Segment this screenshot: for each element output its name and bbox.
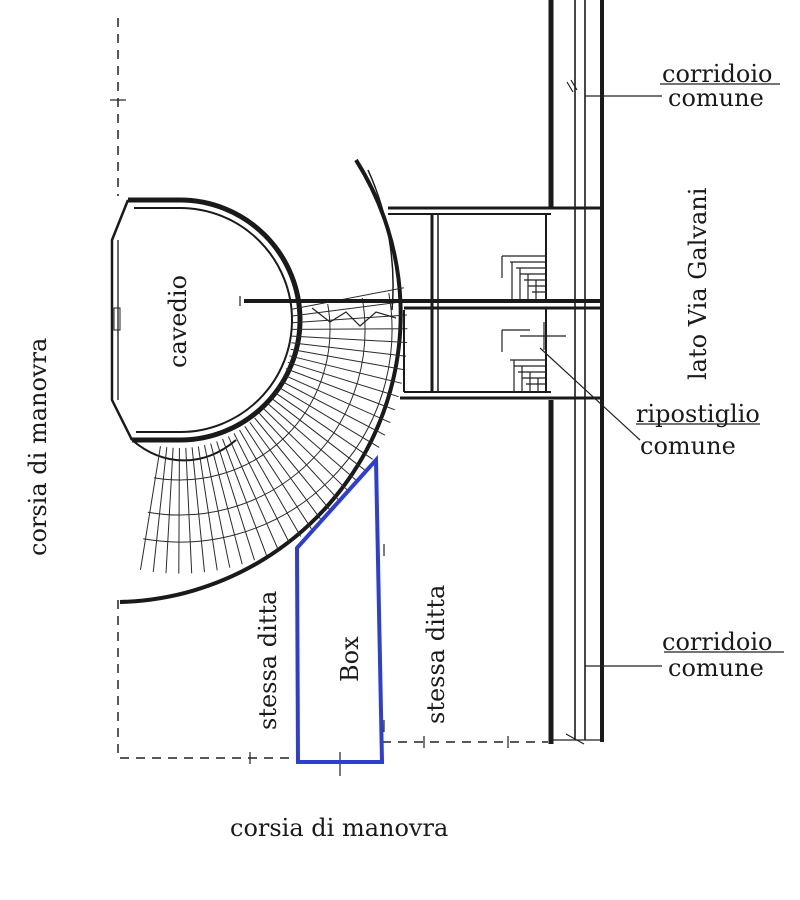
ramp-step-line <box>227 436 279 550</box>
ramp-step-line <box>152 447 168 572</box>
ramp-step-line <box>140 446 161 570</box>
ramp-guide-arc <box>153 303 331 481</box>
ramp-step-line <box>292 328 408 330</box>
ramp-step-line <box>210 443 243 565</box>
ramp-step-line <box>283 374 391 424</box>
ramp-step-line <box>274 392 373 460</box>
ramp-step-line <box>287 361 399 398</box>
ramp-step-line <box>165 447 174 574</box>
label-corsia-left: corsia di manovra <box>24 338 52 556</box>
label-corridoio-bottom-1: corridoio <box>662 628 772 656</box>
leader-lines <box>539 83 784 667</box>
ramp-step-line <box>291 335 408 343</box>
right-walls <box>548 0 604 745</box>
label-stessa-ditta-right: stessa ditta <box>422 585 450 724</box>
ramp-step-line <box>233 433 291 544</box>
label-corsia-bottom: corsia di manovra <box>230 814 448 842</box>
ramp-step-line <box>204 444 231 568</box>
ramp-step-line <box>280 380 386 436</box>
label-corridoio-top-2: comune <box>668 84 764 112</box>
ramp-step-line <box>271 397 366 472</box>
ramp-step-line <box>291 342 407 357</box>
label-stessa-ditta-left: stessa ditta <box>254 591 282 730</box>
label-ripostiglio: ripostiglio <box>636 400 760 428</box>
ramp-step-line <box>249 422 323 521</box>
ramp-step-line <box>285 368 395 411</box>
box-outline <box>294 454 385 764</box>
ramp-step-line <box>197 446 218 571</box>
ramp-step-line <box>254 417 332 513</box>
ramp-step-line <box>216 441 255 561</box>
label-box: Box <box>336 636 364 682</box>
label-cavedio: cavedio <box>164 275 192 368</box>
ramp-step-line <box>263 408 350 493</box>
label-corridoio-top-1: corridoio <box>662 60 772 88</box>
ramp-step-line <box>258 413 342 503</box>
ramp-step-line <box>291 314 407 324</box>
ramp-step-line <box>178 447 180 574</box>
cavedio-well <box>110 197 303 443</box>
ramp-step-lines <box>140 287 408 574</box>
ramp-step-line <box>222 438 267 556</box>
label-ripostiglio-comune: comune <box>640 432 736 460</box>
label-corridoio-bottom-2: comune <box>668 654 764 682</box>
ramp-step-line <box>191 447 205 573</box>
ramp-step-line <box>277 386 380 448</box>
ramp-step-line <box>239 429 302 537</box>
ramp-guide-arc <box>143 293 393 543</box>
ramp-step-line <box>289 355 402 384</box>
dashed-boundary <box>110 18 548 776</box>
ramp-step-line <box>244 426 312 530</box>
ramp-step-line <box>290 287 404 310</box>
ramp-step-line <box>291 300 406 317</box>
ramp-step-line <box>185 447 193 574</box>
ramp-guide-arc <box>147 297 366 516</box>
helical-ramp <box>119 158 410 604</box>
ramp-step-line <box>267 403 359 483</box>
label-lato-via-galvani: lato Via Galvani <box>684 187 712 380</box>
ramp-step-line <box>290 348 405 371</box>
